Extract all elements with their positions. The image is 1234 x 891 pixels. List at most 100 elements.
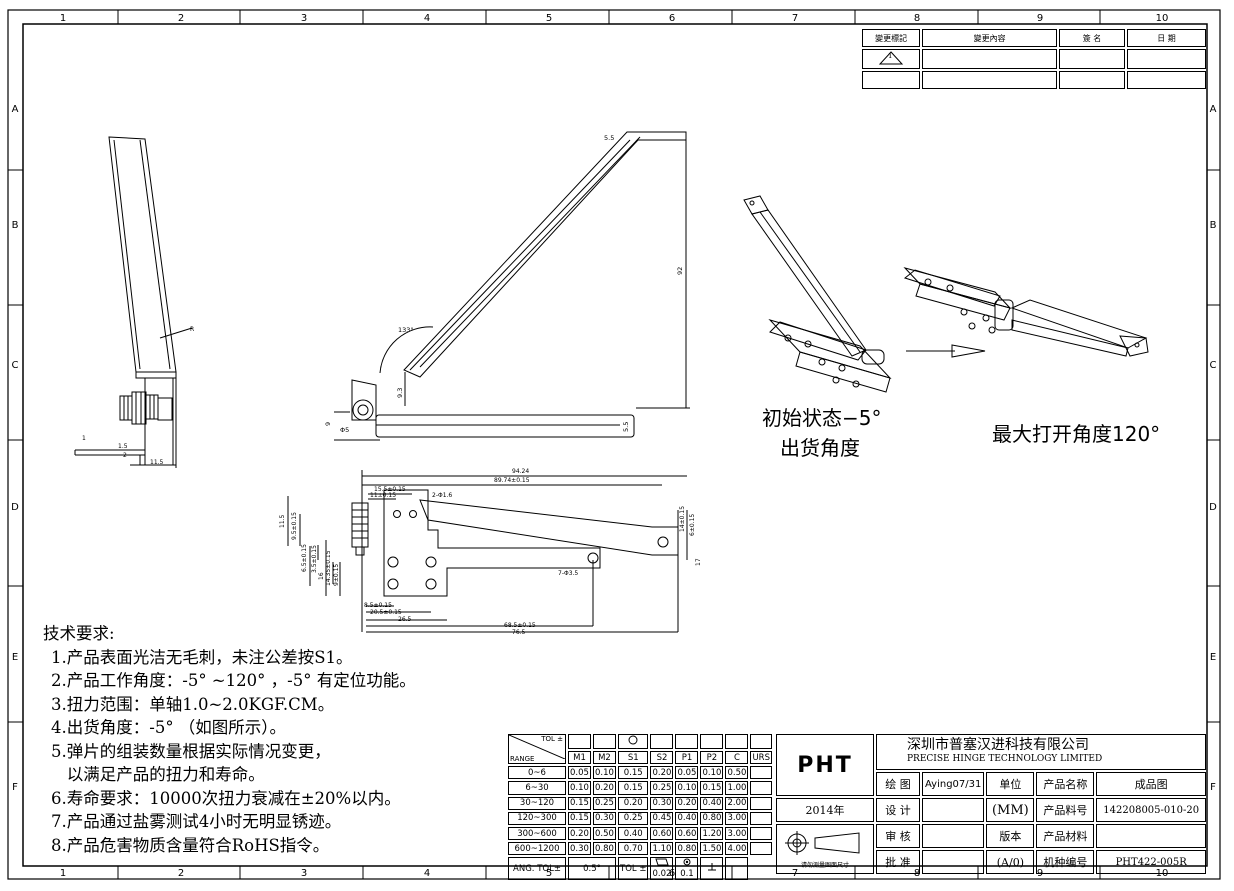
tol-value: 0.15 (700, 781, 724, 795)
tol-cell (700, 734, 724, 749)
col-label: 1 (60, 13, 66, 24)
dim-label: 11.5 (279, 514, 286, 528)
tol-label: TOL ± (617, 857, 649, 881)
tol-ang-value: 0.5° (568, 857, 616, 881)
dim-label: 14±0.15 (679, 506, 686, 532)
tol-value: 0.15 (617, 781, 649, 795)
tol-value: 0.40 (617, 826, 649, 841)
check-value (922, 824, 985, 848)
logo-cell: PHT (776, 734, 874, 796)
caption-initial-state: 初始状态−5° (762, 406, 882, 430)
ver-label: 版本 (986, 824, 1035, 848)
col-label: 2 (178, 868, 184, 879)
row-label: A (12, 104, 19, 115)
rev-header: 日 期 (1126, 29, 1206, 47)
tech-item: 8.产品危害物质含量符合RoHS指令。 (51, 835, 330, 855)
tol-col: P1 (675, 751, 699, 765)
dim-label: 11.5 (150, 459, 164, 466)
dim-label: 11±0.15 (370, 492, 396, 499)
tol-range: 0~6 (508, 766, 566, 780)
dim-label: 17 (695, 558, 702, 566)
tol-value: 0.20 (568, 826, 591, 841)
tol-value (750, 826, 772, 841)
dim-label: 133° (398, 326, 414, 334)
tech-title: 技术要求: (43, 624, 115, 643)
tol-value (750, 781, 772, 795)
row-labels: A B C D E F A B C D E F (11, 104, 1217, 793)
tol-value: 1.50 (700, 842, 724, 856)
dim-label: 76.5 (512, 629, 526, 636)
dim-label: 9.5±0.15 (291, 512, 298, 540)
tol-col: P2 (700, 751, 724, 765)
row-label: E (12, 652, 18, 663)
tolerance-table: TOL ± RANGE M1 M2 S1 S2 P1 P2 C URS 0~6 … (506, 732, 774, 882)
tol-value (750, 766, 772, 780)
tol-cell (750, 734, 772, 749)
tol-col: S2 (650, 751, 674, 765)
rev-cell (1126, 71, 1206, 89)
tol-col: M1 (568, 751, 591, 765)
tol-value: 4.00 (725, 842, 749, 856)
approve-label: 批 准 (876, 850, 920, 874)
front-view-dims: 5.5 133° 92 9.3 9 Φ5 5.5 (324, 134, 684, 434)
dim-label: 2 (123, 452, 127, 459)
tol-value: 0.20 (592, 781, 616, 795)
tech-item: 6.寿命要求：10000次扭力衰减在±20%以内。 (51, 788, 401, 808)
row-label: B (12, 220, 19, 231)
row-label: D (11, 502, 19, 513)
tol-value: 0.40 (700, 796, 724, 810)
tol-col: C (725, 751, 749, 765)
tol-range: 300~600 (508, 826, 566, 841)
caption-ship-angle: 出货角度 (780, 436, 860, 460)
col-label: 10 (1156, 13, 1169, 24)
flatness-icon (655, 858, 669, 866)
dim-label: 94.24 (512, 468, 529, 475)
dim-label: 5.5 (622, 422, 630, 432)
tol-value: 0.25 (592, 796, 616, 810)
version-value: (A/0) (986, 850, 1035, 874)
tol-col: URS (750, 751, 772, 765)
tol-range: 6~30 (508, 781, 566, 795)
rev-cell (862, 71, 921, 89)
col-label: 5 (546, 868, 552, 879)
tol-value: 0.15 (568, 811, 591, 825)
unit-value: (MM) (986, 798, 1035, 822)
dim-label: 15.5±0.15 (374, 486, 406, 493)
tol-value: 0.10 (592, 766, 616, 780)
dim-label: 6±0.15 (689, 514, 696, 536)
tech-requirements: 技术要求: 1.产品表面光洁无毛刺，未注公差按S1。 2.产品工作角度：-5° … (43, 622, 416, 857)
row-label: F (12, 782, 18, 793)
dim-label: 92 (676, 267, 684, 275)
diagonal-line (509, 735, 565, 759)
tol-ang-label: ANG. TOL± (508, 857, 566, 881)
dim-label: 2-Φ1.6 (432, 492, 452, 499)
dim-label: Φ5 (340, 426, 349, 434)
revision-table: 變更標記 變更內容 簽 名 日 期 1 (860, 27, 1208, 91)
rev-mark-number: 1 (888, 52, 893, 60)
model-number: PHT422-005R (1096, 850, 1206, 874)
outer-border (7, 9, 1221, 880)
top-view (287, 470, 688, 633)
tol-value: 0.45 (650, 811, 674, 825)
tol-range: 30~120 (508, 796, 566, 810)
dim-label: 26.5 (398, 616, 412, 623)
tol-range: 120~300 (508, 811, 566, 825)
tol-value: 0.10 (700, 766, 724, 780)
tol-range: 600~1200 (508, 842, 566, 856)
tol-cell (592, 734, 616, 749)
col-label: 3 (301, 868, 307, 879)
year: 2014年 (776, 798, 874, 822)
draw-label: 绘 图 (876, 772, 920, 796)
row-label: C (1210, 360, 1217, 371)
check-label: 审 核 (876, 824, 920, 848)
tol-value: 0.15 (617, 766, 649, 780)
row-label: D (1209, 502, 1217, 513)
row-label: A (1210, 104, 1217, 115)
rev-mark: 1 (862, 49, 921, 69)
dim-label: 68.5±0.15 (504, 622, 536, 629)
side-view-dims: R 1 1.5 2 11.5 (82, 326, 194, 466)
dim-label: 7-Φ3.5 (558, 570, 578, 577)
